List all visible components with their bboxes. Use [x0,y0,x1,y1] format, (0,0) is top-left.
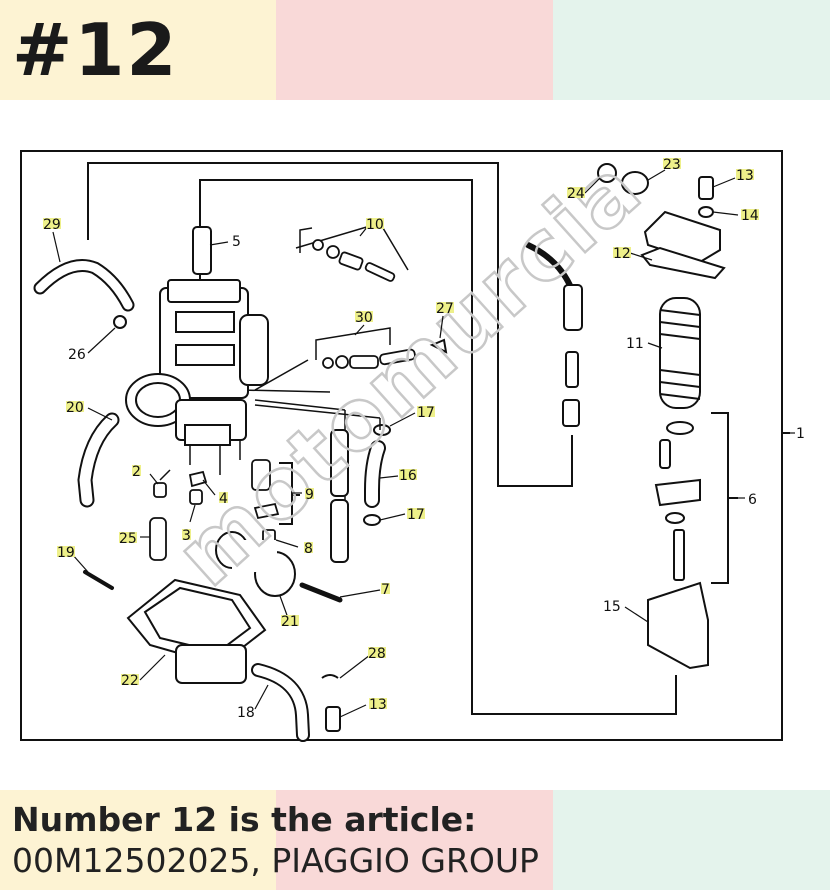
label-3: 3 [182,528,191,544]
label-4: 4 [219,491,228,507]
label-28: 28 [368,646,386,662]
clip-28 [321,674,339,679]
fitting-small [562,399,580,427]
label-19: 19 [57,545,75,561]
washer-14 [698,206,714,218]
label-29: 29 [43,217,61,233]
label-13b: 13 [369,697,387,713]
label-23: 23 [663,157,681,173]
bracket-6 [711,412,729,584]
part-5 [192,226,212,275]
part-23 [621,171,649,195]
label-9: 9 [305,487,314,503]
exploded-parts-diagram: motomurcia 1 [20,138,805,742]
label-21: 21 [281,614,299,630]
part-24 [597,163,617,183]
part-9a [251,459,271,491]
adjuster [563,284,583,331]
bracket-30 [315,327,391,360]
article-code: 00M12502025, PIAGGIO GROUP [12,841,539,880]
clip-17a [373,424,391,436]
label-5: 5 [232,234,241,250]
header-yellow-block [0,0,276,100]
group-6 [654,421,701,581]
label-26: 26 [68,347,86,363]
part-labels: 1 2 3 4 5 6 7 8 9 10 11 12 13 13 14 15 1… [43,157,805,721]
header-mint-block [553,0,830,100]
label-17b: 17 [407,507,425,523]
label-6: 6 [748,492,757,508]
diagram-frame [20,150,783,741]
label-30: 30 [355,310,373,326]
footer-yellow-block [0,790,276,890]
label-20: 20 [66,400,84,416]
footer-band [0,790,830,890]
label-13a: 13 [736,168,754,184]
float-21 [215,531,296,597]
part-10 [312,239,396,282]
article-caption: Number 12 is the article: [12,800,477,839]
label-22: 22 [121,673,139,689]
bolt-13b [325,706,341,732]
part-2 [153,482,167,498]
screw-19 [83,570,114,590]
label-18: 18 [237,705,255,721]
label-16: 16 [399,468,417,484]
label-15: 15 [603,599,621,615]
bracket-line-a [87,162,573,487]
part-30 [322,348,416,369]
part-3 [189,489,203,505]
label-14: 14 [741,208,759,224]
gasket-12 [640,246,726,280]
label-1: 1 [796,426,805,442]
float-bowl-22 [126,578,267,684]
header-band [0,0,830,100]
label-10: 10 [366,217,384,233]
label-25: 25 [119,531,137,547]
carburetor-body [125,279,269,446]
header-pink-block [276,0,553,100]
footer-mint-block [553,790,830,890]
hose-left-lower [330,499,349,563]
label-8: 8 [304,541,313,557]
label-17a: 17 [417,405,435,421]
label-7: 7 [381,582,390,598]
spring-11 [659,297,701,409]
footer-pink-block [276,790,553,890]
label-12: 12 [613,246,631,262]
valve-15 [647,581,709,670]
bracket-line-b [199,179,677,715]
label-2: 2 [132,464,141,480]
part-4 [188,470,208,488]
hose-left-upper [330,429,349,497]
clip-17b [363,514,381,526]
part-27 [429,338,448,354]
label-24: 24 [567,186,585,202]
part-number-heading: #12 [12,8,179,92]
pin-7 [299,582,343,603]
bolt-13a [698,176,714,200]
part-9b [253,502,280,520]
label-11: 11 [626,336,644,352]
screw-26 [113,315,127,329]
spring-small [565,351,579,388]
label-27: 27 [436,301,454,317]
part-25 [149,517,167,561]
